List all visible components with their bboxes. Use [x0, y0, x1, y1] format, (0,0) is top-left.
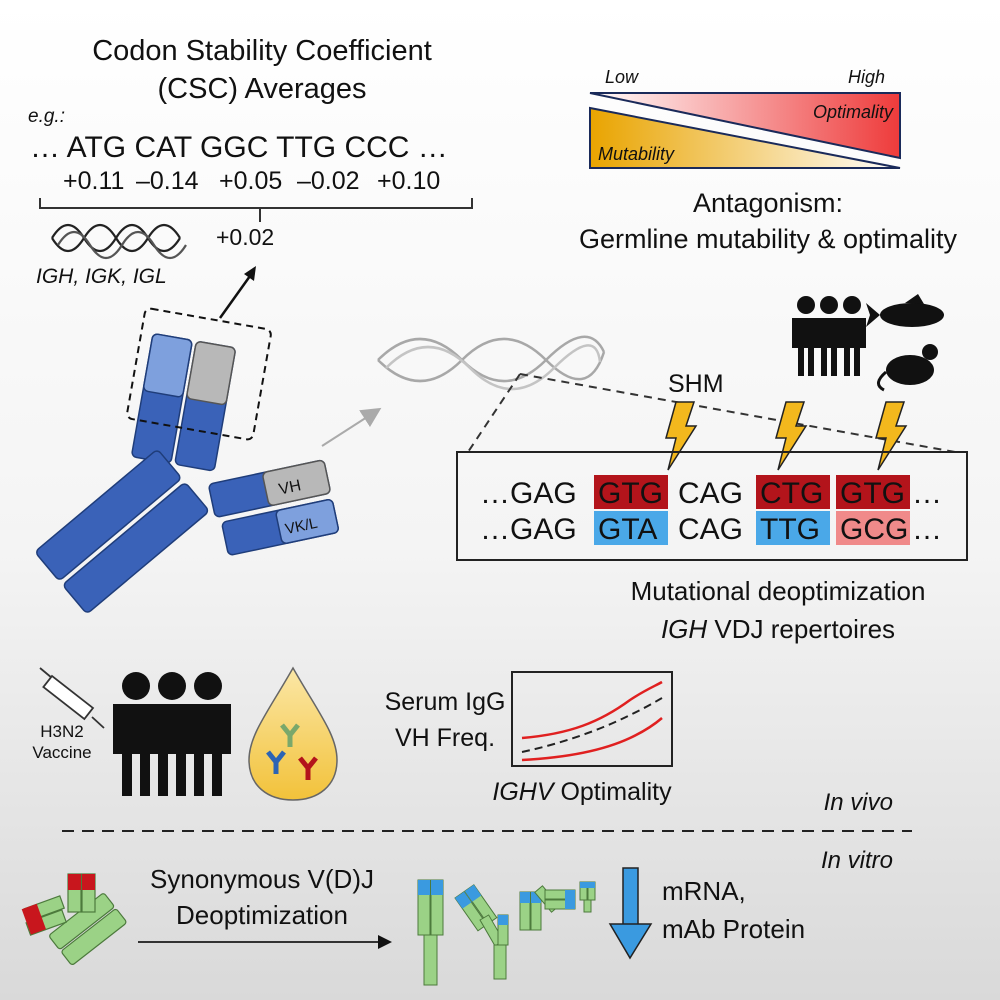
- lightning-icon-1: [665, 401, 698, 471]
- row2-codon-2: GTA: [598, 513, 657, 546]
- gene-arrow: [321, 407, 382, 447]
- zoom-line-left: [467, 373, 521, 453]
- optimality-label: Optimality: [813, 102, 894, 122]
- human-group-icon: [792, 296, 866, 376]
- csc-average: +0.02: [216, 224, 274, 250]
- vkl-label: VK/L: [284, 515, 319, 538]
- down-arrow-icon: [608, 867, 653, 960]
- serum-ylabel-line2: VH Freq.: [395, 724, 495, 752]
- sequence-row-wildtype: …GAG GTG CAG CTG GTG …: [480, 477, 942, 510]
- vh-label: VH: [277, 477, 302, 498]
- row2-codon-5: GCG: [840, 513, 908, 546]
- high-label: High: [848, 67, 885, 87]
- trend-upper-ci: [521, 680, 663, 740]
- shm-caption-line1: Mutational deoptimization: [631, 576, 926, 606]
- csc-value-atg: +0.11: [63, 167, 124, 195]
- vaccinated-people-icon: [113, 672, 231, 796]
- in-vitro-label: In vitro: [821, 847, 893, 874]
- eg-label: e.g.:: [28, 106, 65, 127]
- mutability-label: Mutability: [598, 144, 675, 164]
- vitro-result-line2: mAb Protein: [662, 914, 805, 944]
- codon-highlights: [594, 475, 910, 545]
- optimality-wedge: [589, 92, 901, 160]
- row1-ellipsis: …: [912, 477, 942, 510]
- fab-right-arm: VH VK/L: [208, 459, 339, 556]
- trend-lower-ci: [521, 717, 663, 762]
- antagonism-title-line1: Antagonism:: [693, 188, 843, 218]
- vdj-dna-helix-icon: [377, 335, 606, 391]
- row2-codon-3: CAG: [678, 513, 743, 546]
- csc-value-cat: –0.14: [136, 167, 199, 195]
- csc-value-ccc: +0.10: [377, 167, 440, 195]
- shm-label: SHM: [668, 370, 724, 398]
- csc-title-line1: Codon Stability Coefficient: [92, 35, 432, 67]
- in-vivo-section: H3N2 Vaccine Serum IgG VH Freq. IGHV Opt…: [32, 666, 893, 816]
- trend-xlabel: IGHV Optimality: [492, 778, 672, 806]
- shm-caption-line2: IGH VDJ repertoires: [661, 614, 895, 644]
- syringe-icon: [39, 667, 105, 729]
- row2-codon-1: …GAG: [480, 513, 577, 546]
- fish-icon: [866, 294, 944, 327]
- vaccine-label-line1: H3N2: [40, 722, 83, 741]
- csc-title-line2: (CSC) Averages: [158, 73, 367, 105]
- csc-value-ttg: –0.02: [297, 167, 360, 195]
- vitro-label-line1: Synonymous V(D)J: [150, 864, 374, 894]
- gene-loci-label: IGH, IGK, IGL: [36, 265, 167, 288]
- serum-drop-icon: [248, 666, 338, 801]
- csc-value-ggc: +0.05: [219, 167, 282, 195]
- antagonism-section: Low High Optimality Mutability Antagonis…: [579, 67, 958, 254]
- row1-codon-5: GTG: [840, 477, 905, 510]
- trend-plot-frame: [511, 671, 673, 767]
- csc-section: Codon Stability Coefficient (CSC) Averag…: [28, 35, 473, 288]
- row1-codon-2: GTG: [598, 477, 663, 510]
- sequence-box: [456, 451, 968, 561]
- average-bracket: [39, 198, 473, 222]
- row2-codon-4: TTG: [760, 513, 820, 546]
- antagonism-title-line2: Germline mutability & optimality: [579, 224, 958, 254]
- in-vivo-label: In vivo: [824, 789, 893, 816]
- serum-ylabel-line1: Serum IgG: [385, 688, 506, 716]
- fc-stem: [36, 450, 209, 613]
- deoptimized-antibodies-icon: [417, 879, 596, 986]
- vitro-result-line1: mRNA,: [662, 876, 746, 906]
- trend-fit-line: [521, 697, 663, 753]
- dna-helix-icon: [51, 223, 187, 260]
- vitro-label-line2: Deoptimization: [176, 900, 348, 930]
- lightning-icon-2: [775, 401, 808, 471]
- lightning-icon-3: [875, 401, 908, 471]
- in-vitro-section: Synonymous V(D)J Deoptimization: [21, 864, 805, 986]
- antibody-figure: VH VK/L: [36, 266, 382, 613]
- vaccine-label-line2: Vaccine: [32, 743, 91, 762]
- row2-ellipsis: …: [912, 513, 942, 546]
- zoom-arrow-line: [218, 275, 252, 319]
- zoom-arrow-head: [244, 266, 256, 281]
- zoom-box: [126, 307, 272, 441]
- optimized-antibody-icon: [21, 873, 127, 965]
- shm-section: SHM …GAG GTG CAG CTG GTG … …GAG: [456, 294, 968, 644]
- row1-codon-4: CTG: [760, 477, 823, 510]
- mutability-wedge: [589, 106, 901, 169]
- vitro-arrow-head: [378, 935, 392, 949]
- csc-values: +0.11 –0.14 +0.05 –0.02 +0.10: [63, 167, 440, 195]
- zoom-line-right: [519, 373, 956, 453]
- codon-sequence: … ATG CAT GGC TTG CCC …: [30, 131, 448, 164]
- low-label: Low: [605, 67, 639, 87]
- sequence-row-mutated: …GAG GTA CAG TTG GCG …: [480, 513, 942, 546]
- row1-codon-3: CAG: [678, 477, 743, 510]
- row1-codon-1: …GAG: [480, 477, 577, 510]
- fab-upper-arm: [131, 333, 236, 472]
- mouse-icon: [877, 344, 938, 392]
